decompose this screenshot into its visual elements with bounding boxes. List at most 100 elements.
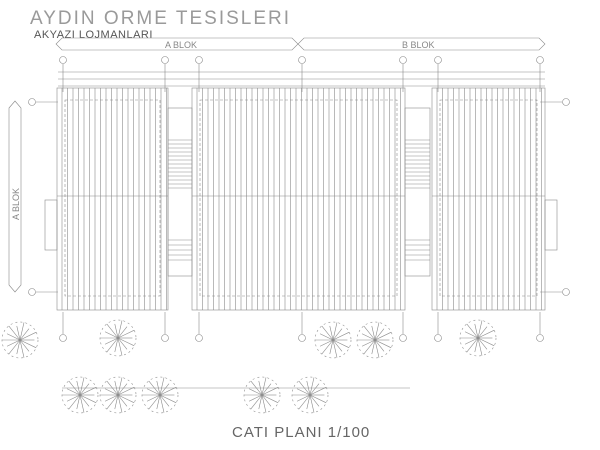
tree-icon-branch	[474, 337, 479, 353]
tree-icon-branch	[79, 377, 85, 396]
tree-icon-branch	[76, 394, 81, 410]
tree-icon-branch	[319, 333, 334, 341]
drawing-title: AYDIN ORME TESISLERI	[30, 8, 292, 29]
tree-icon-branch	[374, 339, 385, 352]
tree-icon-branch	[477, 337, 488, 350]
axis-marker-icon	[536, 56, 544, 64]
axis-marker-icon	[536, 334, 544, 342]
tree-icon-branch	[104, 337, 119, 345]
tree-icon-branch	[332, 328, 343, 341]
tree-icon-branch	[474, 323, 479, 339]
tree-icon-branch	[319, 339, 334, 347]
axis-marker-icon	[434, 334, 442, 342]
tree-icon-branch	[258, 380, 263, 396]
side-banner	[8, 100, 22, 293]
tree-icon	[141, 376, 179, 414]
tree-icon-branch	[146, 388, 161, 396]
axis-marker-icon	[562, 98, 570, 106]
tree-icon-branch	[8, 325, 21, 341]
wall-outline	[199, 99, 398, 297]
tree-icon-branch	[309, 394, 327, 404]
tree-icon-branch	[477, 320, 483, 339]
tree-icon-branch	[114, 394, 119, 410]
tree-icon-branch	[117, 337, 123, 356]
tree-icon-branch	[156, 394, 161, 410]
axis-marker-icon	[59, 56, 67, 64]
tree-icon-branch	[332, 339, 350, 349]
tree-icon-branch	[261, 394, 267, 413]
tree-icon-branch	[261, 383, 272, 396]
tree-icon-branch	[361, 339, 376, 347]
tree-icon-branch	[298, 394, 311, 410]
tree-icon-branch	[477, 326, 488, 339]
tree-icon-branch	[332, 339, 343, 352]
tree-icon-branch	[16, 339, 21, 355]
axis-marker-icon	[298, 334, 306, 342]
roof-outline	[56, 87, 169, 311]
block-a-label: A BLOK	[165, 40, 197, 50]
tree-icon-branch	[309, 394, 320, 407]
tree-icon-branch	[363, 339, 376, 355]
tree-icon-branch	[106, 323, 119, 339]
tree-icon-branch	[117, 377, 123, 396]
tree-icon-branch	[309, 377, 315, 396]
tree-icon-branch	[117, 394, 135, 404]
stair-core	[404, 107, 431, 277]
side-label: A BLOK	[11, 188, 21, 220]
tree-icon-branch	[248, 388, 263, 396]
tree-icon-branch	[371, 339, 376, 355]
tree-icon-branch	[68, 380, 81, 396]
tree-icon-branch	[321, 339, 334, 355]
tree-icon-branch	[332, 331, 350, 341]
axis-marker-icon	[399, 56, 407, 64]
tree-icon-branch	[477, 329, 495, 339]
tree-icon-branch	[477, 337, 483, 356]
tree-icon-branch	[117, 320, 123, 339]
tree-icon-branch	[117, 394, 128, 407]
tree-icon-branch	[464, 331, 479, 339]
axis-marker-icon	[28, 288, 36, 296]
chimney-outline	[544, 199, 558, 251]
tree-icon-branch	[66, 394, 81, 402]
tree-icon-branch	[79, 386, 97, 396]
tree-icon-branch	[159, 394, 177, 404]
axis-marker-icon	[434, 56, 442, 64]
tree-icon	[314, 321, 352, 359]
tree-icon	[99, 319, 137, 357]
tree-icon-branch	[19, 339, 25, 358]
tree-icon-branch	[309, 386, 327, 396]
tree-icon-branch	[148, 394, 161, 410]
tree-icon-branch	[306, 394, 311, 410]
tree-icon-branch	[117, 329, 135, 339]
tree-icon-branch	[16, 325, 21, 341]
tree-icon-branch	[374, 322, 380, 341]
block-b-label: B BLOK	[402, 40, 435, 50]
wall-outline	[439, 99, 538, 297]
axis-marker-icon	[195, 334, 203, 342]
tree-icon-branch	[8, 339, 21, 355]
tree-icon-branch	[261, 377, 267, 396]
tree-icon-branch	[321, 325, 334, 341]
tree-icon-branch	[361, 333, 376, 341]
wall-outline	[64, 99, 161, 297]
tree-icon-branch	[466, 323, 479, 339]
tree-icon	[291, 376, 329, 414]
tree-icon-branch	[250, 380, 263, 396]
chimney-outline	[44, 199, 58, 251]
stair-core	[167, 107, 193, 277]
tree-icon	[61, 376, 99, 414]
tree-icon-branch	[114, 323, 119, 339]
tree-icon-branch	[464, 337, 479, 345]
tree-icon-branch	[159, 383, 170, 396]
tree-icon-branch	[258, 394, 263, 410]
tree-icon-branch	[19, 339, 30, 352]
tree-icon-branch	[117, 383, 128, 396]
tree-icon-branch	[104, 331, 119, 339]
tree-icon-branch	[329, 325, 334, 341]
tree-icon-branch	[296, 394, 311, 402]
tree-icon-branch	[104, 394, 119, 402]
tree-icon-branch	[117, 386, 135, 396]
tree-icon-branch	[104, 388, 119, 396]
axis-marker-icon	[399, 334, 407, 342]
